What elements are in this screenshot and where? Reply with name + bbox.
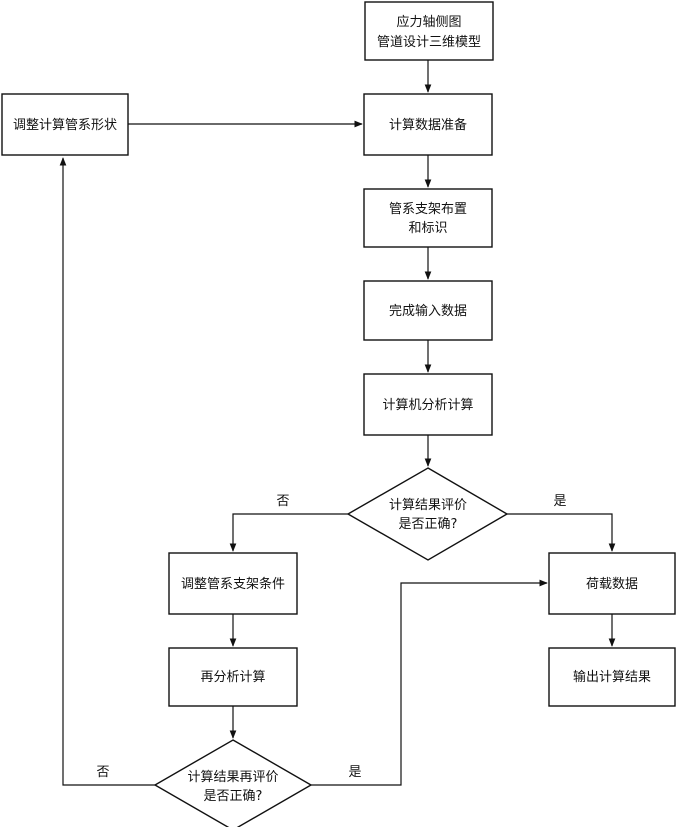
edge-label-reevaluate-yes: 是 — [348, 765, 361, 780]
node-label: 计算结果再评价 — [187, 770, 278, 785]
node-reevaluate: 计算结果再评价 是否正确? — [153, 739, 313, 827]
node-label: 再分析计算 — [200, 670, 265, 685]
node-label: 计算结果评价 — [389, 498, 467, 513]
node-data-prep: 计算数据准备 — [363, 93, 493, 156]
node-label: 计算机分析计算 — [382, 398, 473, 413]
node-label: 完成输入数据 — [389, 303, 467, 319]
node-output: 输出计算结果 — [548, 647, 676, 707]
node-label: 荷载数据 — [586, 577, 638, 592]
node-label: 是否正确? — [399, 517, 458, 532]
edge-reevaluate-yes — [311, 579, 548, 786]
node-label: 和标识 — [408, 221, 447, 236]
node-label: 管系支架布置 — [389, 202, 467, 217]
edge-evaluate-no — [229, 513, 348, 552]
node-adjust-support: 调整管系支架条件 — [168, 552, 298, 615]
node-label: 调整计算管系形状 — [13, 118, 117, 133]
node-support-layout: 管系支架布置 和标识 — [363, 188, 493, 248]
node-adjust-shape: 调整计算管系形状 — [1, 93, 129, 156]
node-label: 输出计算结果 — [573, 669, 651, 685]
node-computer-calc: 计算机分析计算 — [363, 373, 493, 436]
node-evaluate: 计算结果评价 是否正确? — [346, 467, 509, 561]
edge-label-evaluate-yes: 是 — [553, 494, 566, 509]
node-label: 是否正确? — [204, 789, 263, 804]
node-label: 管道设计三维模型 — [377, 35, 481, 50]
edges — [59, 60, 616, 786]
edge-label-reevaluate-no: 否 — [96, 765, 109, 780]
node-label: 计算数据准备 — [389, 117, 467, 133]
edge-evaluate-yes — [507, 513, 616, 552]
node-load-data: 荷载数据 — [548, 552, 676, 615]
node-stress-diagram: 应力轴侧图 管道设计三维模型 — [364, 1, 494, 61]
node-label: 调整管系支架条件 — [181, 576, 285, 592]
edge-label-evaluate-no: 否 — [276, 494, 289, 509]
node-input-done: 完成输入数据 — [363, 280, 493, 341]
node-label: 应力轴侧图 — [396, 14, 461, 30]
edge-reevaluate-no — [59, 157, 155, 786]
node-reanalyze: 再分析计算 — [168, 647, 298, 707]
